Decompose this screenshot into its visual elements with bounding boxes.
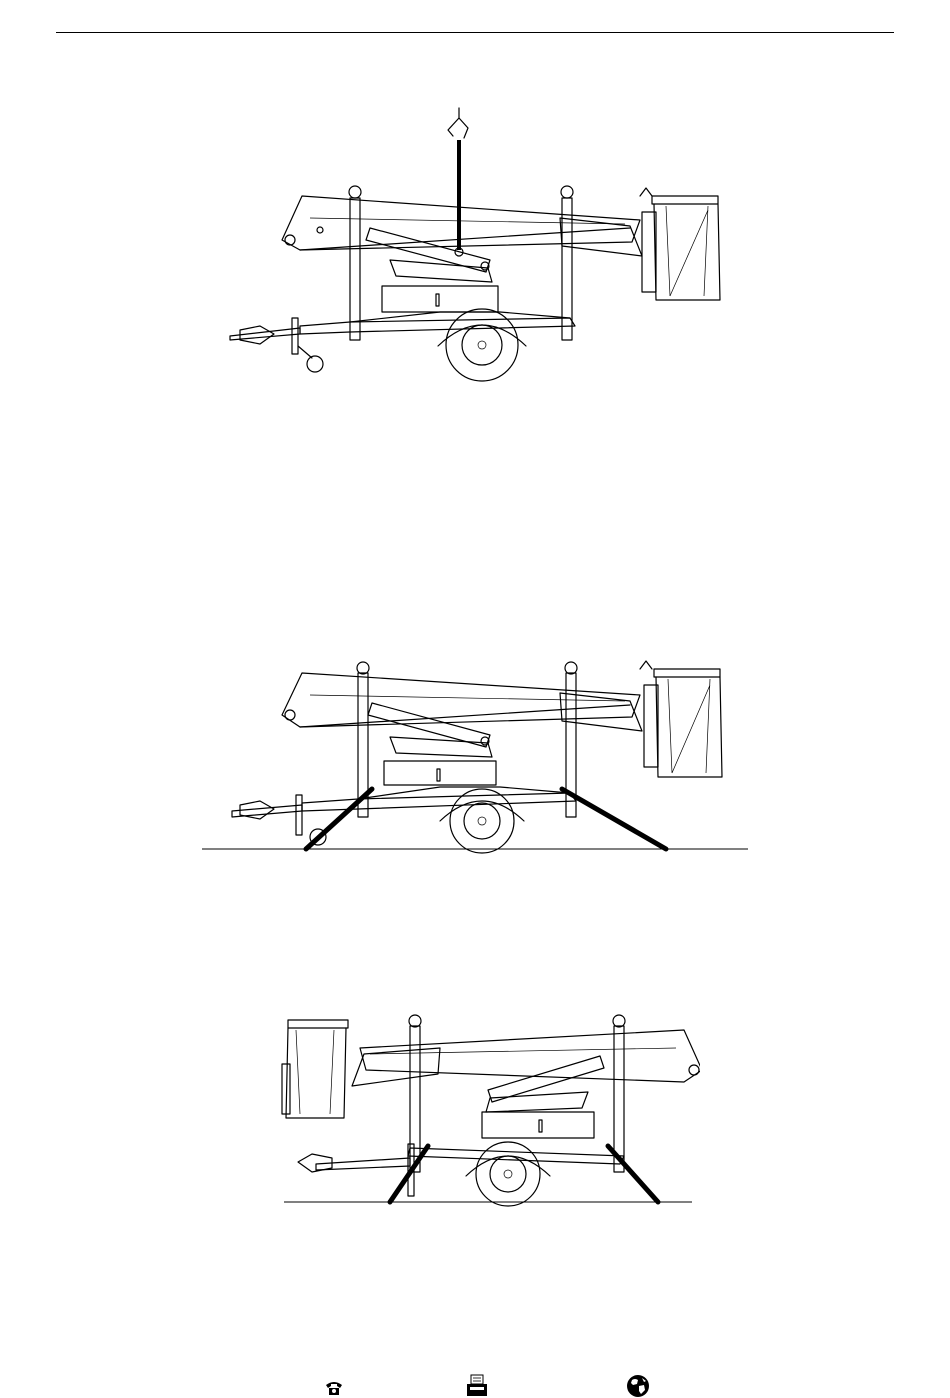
figure-lifting-hook [200,100,740,385]
figure-outriggers-deployed [200,655,750,855]
fax-icon [466,1374,488,1398]
crane-hook-icon [448,108,468,256]
footer-icons [0,1374,950,1398]
header-rule [56,32,894,33]
phone-icon [324,1380,344,1396]
figure-reverse-outriggers [270,1008,700,1213]
globe-icon [626,1374,650,1398]
